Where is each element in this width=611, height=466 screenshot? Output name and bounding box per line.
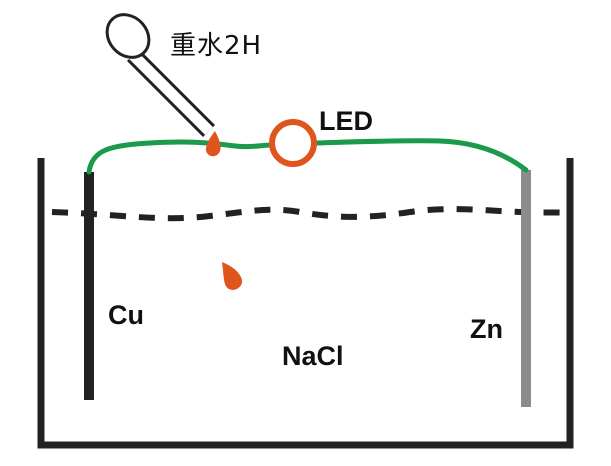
dropper-icon bbox=[105, 13, 216, 138]
led-label: LED bbox=[319, 106, 373, 136]
droplet-icon bbox=[205, 131, 221, 157]
container bbox=[37, 158, 574, 449]
zn-label: Zn bbox=[470, 314, 503, 344]
cu-label: Cu bbox=[108, 300, 144, 330]
droplet-icon bbox=[222, 262, 243, 290]
dropper-label: 重水2H bbox=[170, 31, 263, 61]
led-icon bbox=[269, 119, 317, 167]
nacl-label: NaCl bbox=[282, 341, 344, 371]
zn-electrode bbox=[521, 170, 531, 407]
cu-electrode bbox=[84, 172, 94, 400]
wire bbox=[86, 138, 529, 175]
water-surface-line bbox=[51, 206, 571, 222]
